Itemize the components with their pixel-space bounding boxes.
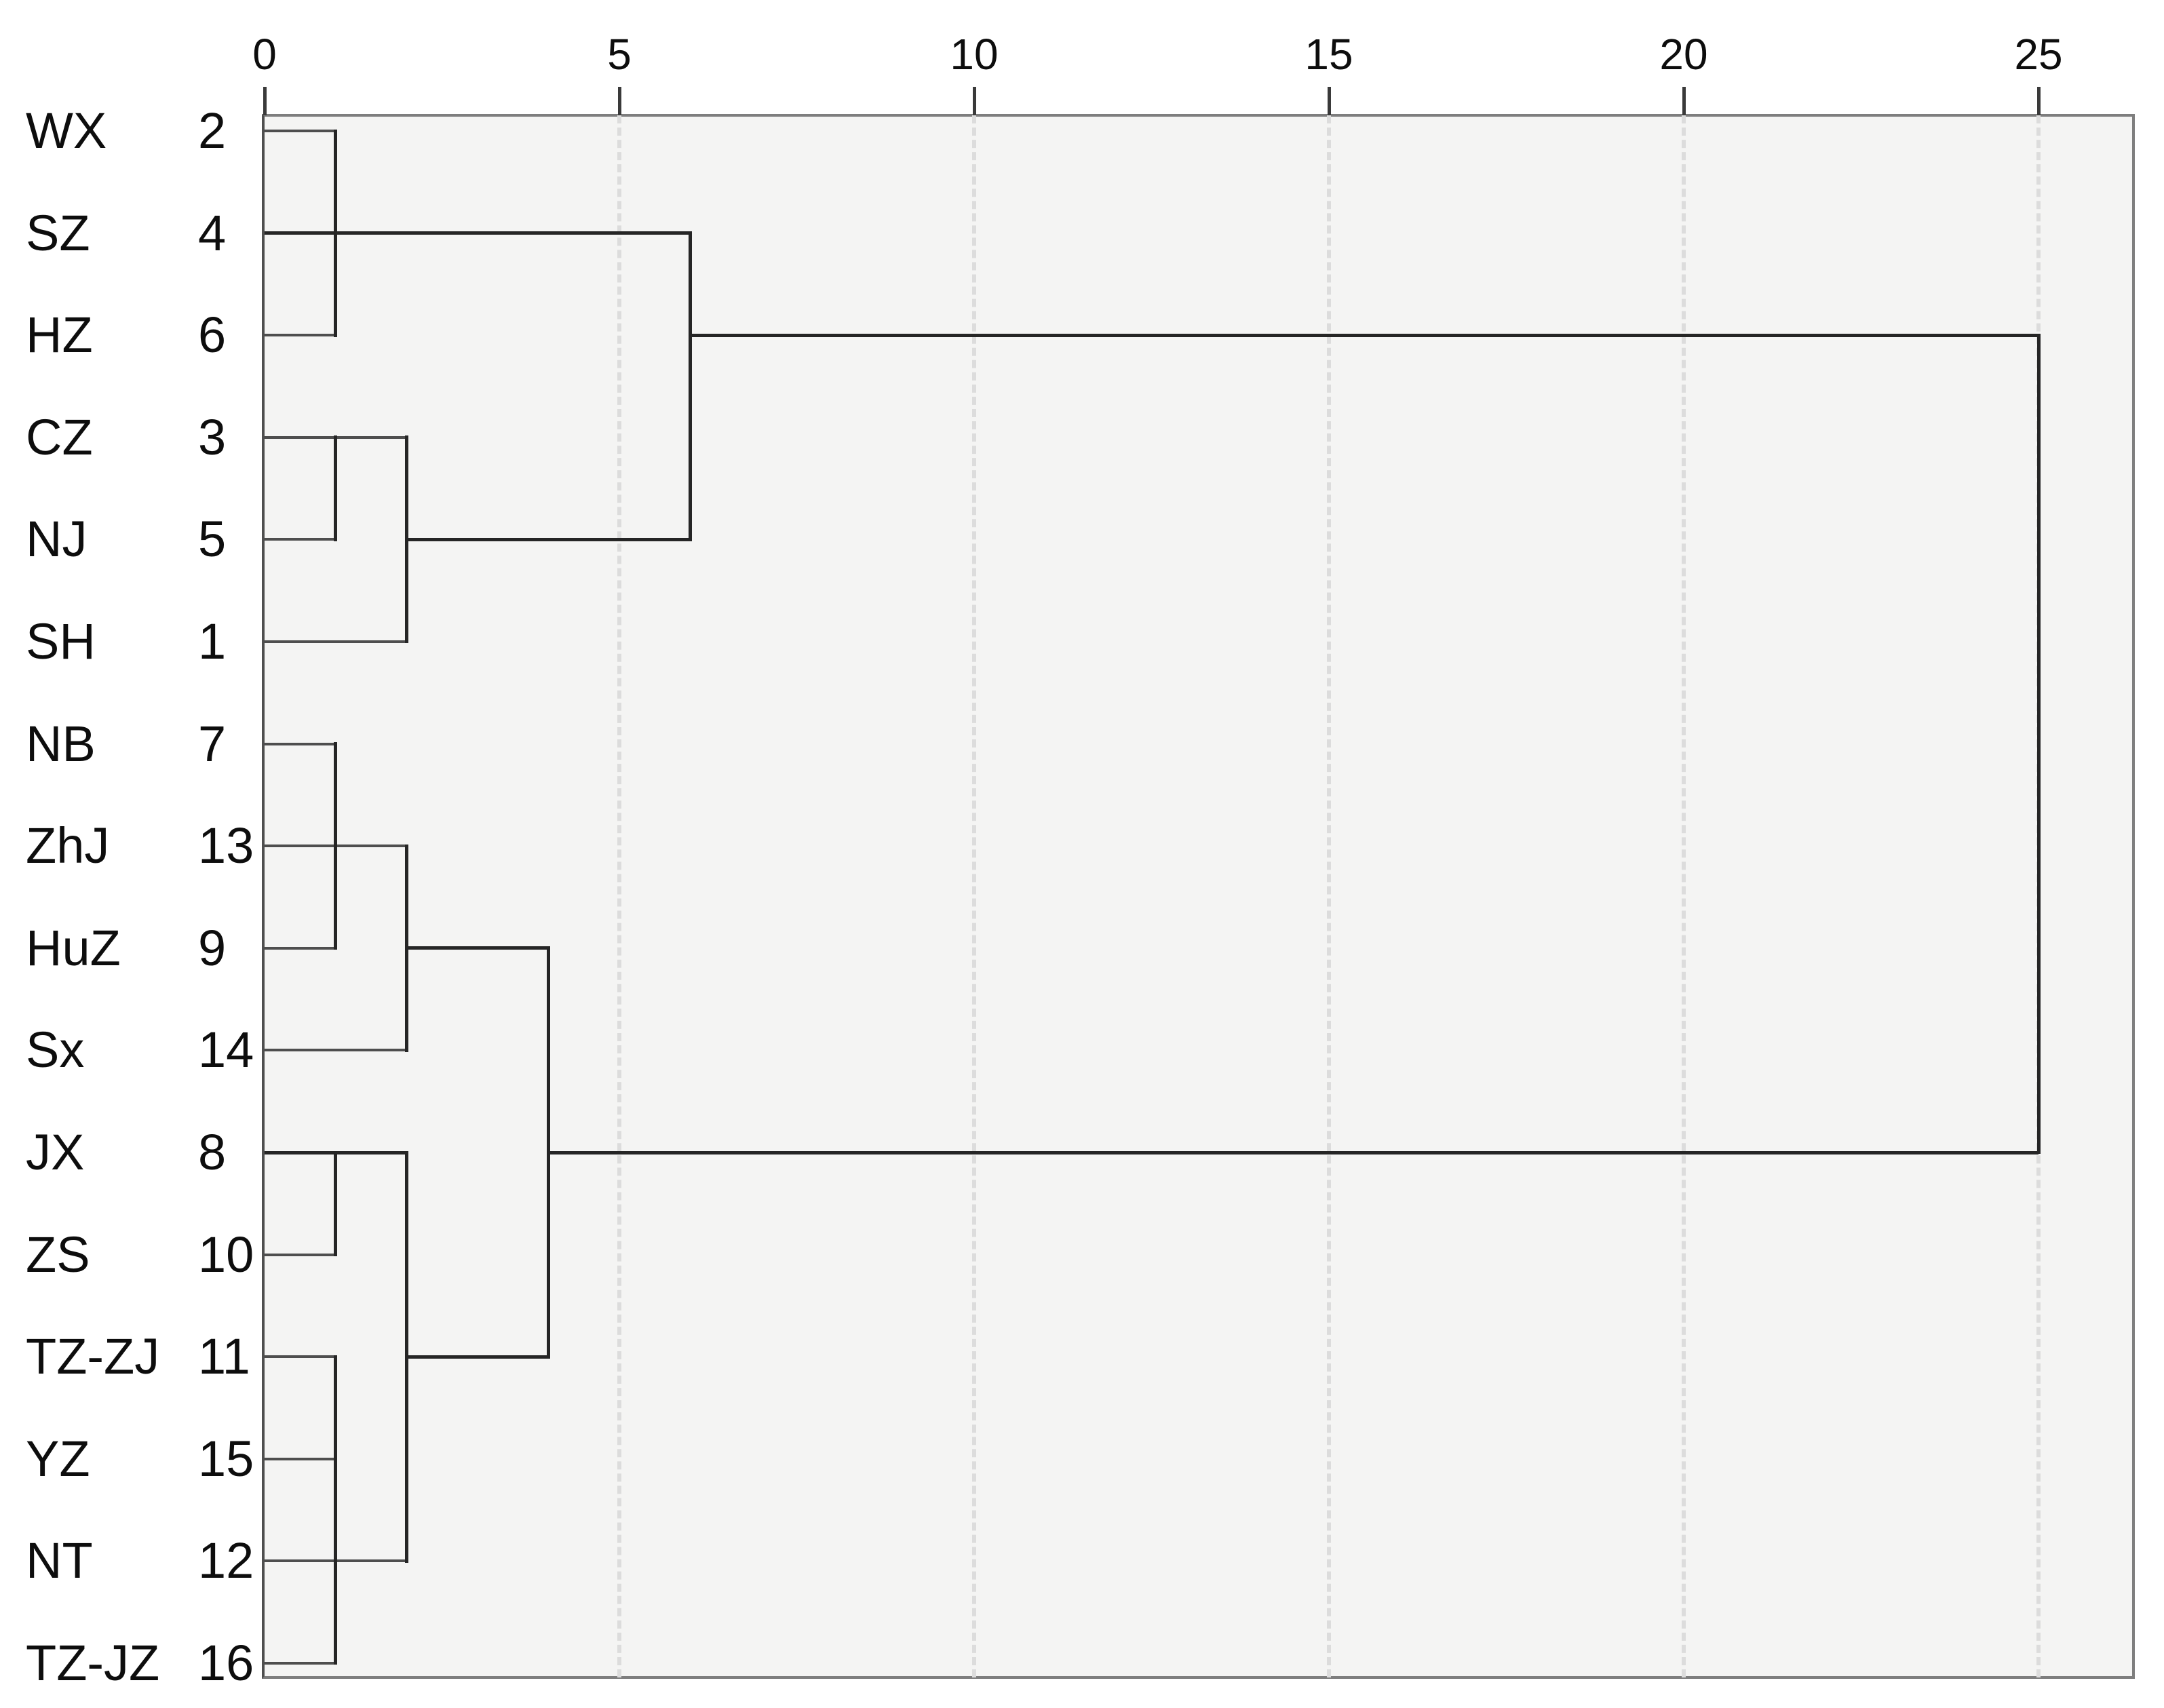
dendrogram-link-horizontal [406, 1355, 549, 1359]
axis-tick [2037, 87, 2041, 115]
leaf-case-number: 2 [198, 102, 227, 159]
leaf-case-number: 12 [198, 1532, 254, 1589]
leaf-name-label: HuZ [26, 919, 121, 976]
axis-tick-label: 20 [1659, 30, 1708, 79]
leaf-name-label: NJ [26, 511, 88, 568]
leaf-case-number: 9 [198, 919, 227, 976]
gridline [617, 115, 621, 1677]
leaf-name-label: JX [26, 1124, 85, 1180]
leaf-case-number: 7 [198, 715, 227, 772]
leaf-name-label: Sx [26, 1022, 85, 1079]
axis-tick [973, 87, 976, 115]
dendrogram-link-vertical [546, 946, 550, 1359]
leaf-name-label: NT [26, 1532, 93, 1589]
dendrogram-link-horizontal [265, 1049, 407, 1052]
dendrogram-link-vertical [689, 231, 693, 541]
gridline [1327, 115, 1331, 1677]
gridline [972, 115, 976, 1677]
leaf-name-label: SZ [26, 204, 90, 261]
dendrogram-link-horizontal [265, 1662, 336, 1665]
dendrogram-link-horizontal [406, 537, 691, 541]
axis-tick-label: 25 [2014, 30, 2063, 79]
leaf-case-number: 16 [198, 1635, 254, 1691]
dendrogram-link-horizontal [265, 1253, 336, 1256]
dendrogram-link-horizontal [690, 333, 2039, 337]
axis-tick-label: 5 [607, 30, 632, 79]
dendrogram-link-horizontal [265, 742, 336, 745]
dendrogram-link-vertical [334, 129, 338, 337]
leaf-name-label: ZS [26, 1226, 90, 1283]
axis-tick [1682, 87, 1686, 115]
axis-tick-label: 10 [950, 30, 999, 79]
dendrogram-link-horizontal [265, 538, 336, 541]
dendrogram-link-horizontal [265, 946, 336, 950]
dendrogram-link-horizontal [265, 640, 407, 643]
gridline [1682, 115, 1686, 1677]
leaf-name-label: NB [26, 715, 96, 772]
leaf-case-number: 13 [198, 817, 254, 874]
dendrogram-link-vertical [404, 844, 408, 1052]
leaf-case-number: 1 [198, 613, 227, 669]
dendrogram-link-vertical [334, 435, 338, 541]
leaf-case-number: 4 [198, 204, 227, 261]
leaf-case-number: 3 [198, 408, 227, 465]
dendrogram-link-vertical [334, 1150, 338, 1257]
dendrogram-link-vertical [334, 1355, 338, 1665]
leaf-case-number: 14 [198, 1022, 254, 1079]
dendrogram-link-horizontal [548, 1150, 2039, 1154]
leaf-case-number: 5 [198, 511, 227, 568]
leaf-case-number: 15 [198, 1430, 254, 1487]
leaf-case-number: 11 [198, 1328, 250, 1385]
dendrogram-link-vertical [2036, 333, 2041, 1154]
leaf-name-label: TZ-JZ [26, 1635, 160, 1691]
dendrogram-link-vertical [334, 742, 338, 950]
dendrogram-link-horizontal [265, 231, 691, 235]
leaf-name-label: TZ-ZJ [26, 1328, 160, 1385]
dendrogram-link-vertical [404, 435, 408, 644]
dendrogram-link-horizontal [265, 1355, 336, 1359]
axis-tick-label: 15 [1305, 30, 1353, 79]
axis-tick [263, 87, 267, 115]
leaf-name-label: WX [26, 102, 107, 159]
dendrogram-link-horizontal [265, 1457, 336, 1460]
plot-area [262, 114, 2135, 1679]
leaf-name-label: HZ [26, 307, 93, 364]
axis-tick [618, 87, 621, 115]
leaf-case-number: 10 [198, 1226, 254, 1283]
axis-tick-label: 0 [252, 30, 277, 79]
axis-tick [1328, 87, 1331, 115]
leaf-name-label: ZhJ [26, 817, 110, 874]
dendrogram-link-vertical [404, 1150, 408, 1563]
leaf-case-number: 8 [198, 1124, 227, 1180]
leaf-name-label: CZ [26, 408, 93, 465]
dendrogram-link-horizontal [265, 130, 336, 132]
leaf-case-number: 6 [198, 307, 227, 364]
leaf-name-label: YZ [26, 1430, 90, 1487]
leaf-name-label: SH [26, 613, 96, 669]
dendrogram-link-horizontal [265, 334, 336, 337]
dendrogram-link-horizontal [406, 946, 549, 950]
